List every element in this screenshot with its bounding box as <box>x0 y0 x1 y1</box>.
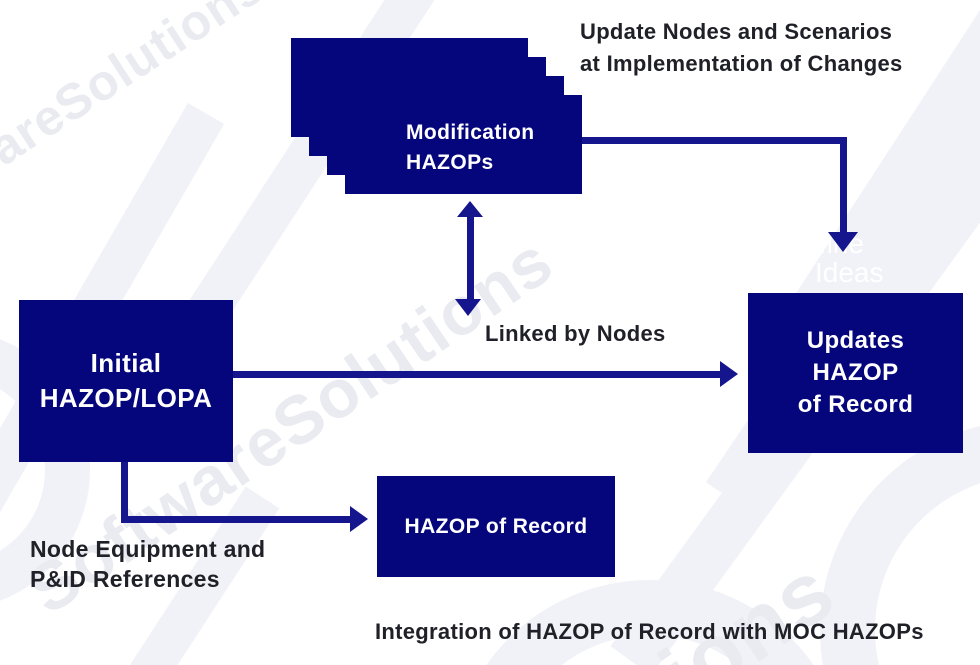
initial-label-line1: Initial <box>90 348 162 378</box>
modification-label-line1: Modification <box>406 121 535 144</box>
mod-to-updates-arrow-head <box>828 232 858 252</box>
modification-label-line2: HAZOPs <box>406 151 494 174</box>
double-arrow-up-head <box>457 201 483 217</box>
initial-to-updates-arrow-shaft <box>233 371 722 378</box>
updates-label-line2: HAZOP <box>812 359 899 386</box>
updates-label-line1: Updates <box>806 327 905 354</box>
mod-to-updates-arrow-vshaft <box>840 137 847 233</box>
initial-to-record-arrow-vshaft <box>121 462 128 523</box>
initial-to-record-arrow-hshaft <box>121 516 352 523</box>
modification-hazops-box <box>345 95 582 194</box>
integration-caption: Integration of HAZOP of Record with MOC … <box>375 619 924 644</box>
initial-to-record-arrow-head <box>350 506 368 532</box>
node-equipment-line1: Node Equipment and <box>30 536 266 562</box>
update-nodes-annotation: Update Nodes and Scenarios at Implementa… <box>580 16 903 80</box>
linked-by-nodes-annotation: Linked by Nodes <box>485 321 666 346</box>
update-nodes-line1: Update Nodes and Scenarios <box>580 19 893 44</box>
watermark-note-line2: Ideas <box>815 257 884 288</box>
node-equipment-line2: P&ID References <box>30 566 220 592</box>
watermark-text: wareSolutions <box>0 0 274 198</box>
initial-to-updates-arrow-head <box>720 361 738 387</box>
initial-label-line2: HAZOP/LOPA <box>39 383 213 413</box>
hazop-of-record-box: HAZOP of Record <box>377 476 615 577</box>
initial-hazop-lopa-box: Initial HAZOP/LOPA <box>19 300 233 462</box>
double-arrow-down-head <box>455 299 481 316</box>
record-label: HAZOP of Record <box>404 514 588 538</box>
updates-hazop-of-record-box: Updates HAZOP of Record <box>748 293 963 453</box>
updates-label-line3: of Record <box>797 391 914 418</box>
double-arrow-shaft <box>467 215 474 300</box>
node-equipment-annotation: Node Equipment and P&ID References <box>30 534 265 594</box>
modification-hazops-label: Modification HAZOPs <box>406 118 534 178</box>
mod-to-updates-arrow-hshaft <box>582 137 847 144</box>
update-nodes-line2: at Implementation of Changes <box>580 51 903 76</box>
